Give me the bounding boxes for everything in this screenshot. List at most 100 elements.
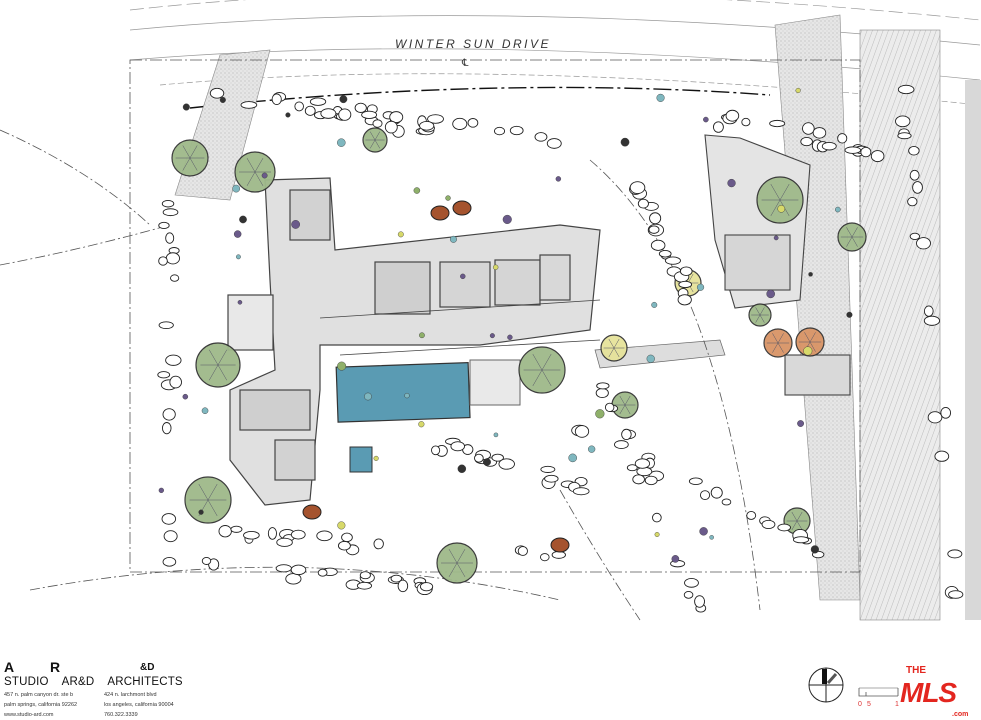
tree-branch (613, 338, 620, 349)
boulder-icon (302, 504, 322, 520)
boulder-icon (741, 117, 751, 127)
boulder-icon (163, 530, 178, 543)
boulder-icon (777, 523, 791, 532)
boulder-icon (792, 536, 810, 544)
boulder-icon (544, 474, 559, 483)
boulder-icon (802, 122, 815, 135)
boulder-icon (341, 532, 353, 543)
boulder-icon (821, 141, 837, 151)
tree-branch (851, 227, 858, 238)
shrub-icon (201, 407, 209, 415)
main-house (227, 177, 601, 506)
boulder-icon (158, 221, 170, 229)
shrub-icon (766, 289, 775, 299)
logo-letter-d: &D (140, 662, 155, 673)
boulder-icon (161, 513, 177, 525)
scale-label-5: 5 (867, 701, 871, 708)
spa (349, 446, 373, 473)
boulder-icon (356, 581, 373, 590)
shrub-icon (507, 334, 513, 340)
tree-branch (613, 347, 620, 358)
boulder-icon (546, 138, 562, 149)
boulder-icon (169, 375, 182, 389)
boulder-icon (158, 321, 174, 330)
scale-label-1: 1 (895, 701, 899, 708)
tree-branch (369, 139, 376, 149)
tree-branch (182, 157, 191, 171)
boulder-icon (230, 525, 243, 533)
pool-terrace (469, 359, 521, 406)
phone: 760.322.3339 (104, 712, 138, 718)
shrub-icon (489, 333, 495, 339)
shrub-icon (445, 195, 451, 201)
tree-branch (207, 499, 218, 517)
boulder-icon (452, 200, 472, 216)
contour-lines (0, 129, 761, 621)
boulder-icon (309, 97, 327, 106)
shrub-icon (699, 527, 708, 536)
shrub-icon (595, 409, 605, 419)
boulder-icon (948, 590, 964, 599)
shrub-icon (696, 283, 705, 291)
boulder-icon (534, 132, 548, 142)
shrub-icon (182, 103, 190, 111)
tree-branch (624, 395, 631, 406)
shrub-icon (337, 361, 347, 371)
boulder-icon (290, 564, 307, 576)
shrub-icon (651, 301, 658, 308)
north-arrow-icon (808, 667, 844, 703)
boulder-icon (800, 137, 813, 147)
boulder-icon (634, 458, 651, 469)
boulder-icon (677, 294, 692, 306)
landscape-planting (157, 84, 964, 613)
shrub-icon (656, 93, 665, 102)
tree-branch (755, 314, 761, 323)
boulder-icon (491, 453, 504, 462)
boulder-icon (947, 549, 963, 559)
street-frontage-east (965, 80, 981, 620)
property-line (129, 59, 861, 573)
boulder-icon (509, 125, 524, 136)
boulder-icon (648, 225, 660, 234)
tree-branch (608, 338, 615, 349)
boulder-icon (165, 252, 180, 265)
tree-branch (254, 171, 264, 186)
shrub-icon (404, 392, 410, 399)
website: www.studio-ard.com (4, 712, 54, 718)
tree-branch (217, 364, 228, 381)
boulder-icon (721, 498, 732, 506)
boulder-icon (574, 425, 590, 438)
boulder-icon (304, 105, 316, 116)
shrub-icon (846, 311, 853, 318)
boulder-icon (354, 102, 367, 113)
scale-bar: 0 5 1 (858, 687, 899, 708)
boulder-icon (595, 387, 609, 399)
boulder-icon (649, 212, 662, 225)
tree-branch (198, 483, 209, 501)
tree-branch (532, 353, 543, 371)
boulder-icon (614, 440, 629, 449)
shrub-icon (198, 509, 204, 515)
shrub-icon (239, 215, 247, 224)
boulder-icon (427, 114, 444, 124)
shrub-icon (219, 96, 226, 103)
shrub-icon (364, 392, 372, 401)
boulder-icon (699, 490, 711, 501)
boulder-icon (908, 146, 920, 156)
mls-logo-top: THE (906, 665, 926, 676)
boulder-icon (450, 441, 465, 452)
office1-address: 457 n. palm canyon dr. ste b (4, 692, 74, 698)
firm-studio: STUDIO (4, 676, 49, 688)
boulder-icon (157, 371, 171, 379)
boulder-icon (218, 525, 232, 538)
boulder-icon (419, 120, 435, 131)
shrub-icon (727, 178, 736, 188)
boulder-icon (679, 266, 693, 276)
tree-branch (809, 341, 816, 352)
shrub-icon (808, 272, 813, 277)
boulder-icon (629, 181, 646, 195)
boulder-icon (498, 458, 515, 470)
office2-address: 424 n. larchmont blvd (104, 692, 157, 698)
boulder-icon (337, 540, 351, 551)
shrub-icon (555, 176, 562, 182)
